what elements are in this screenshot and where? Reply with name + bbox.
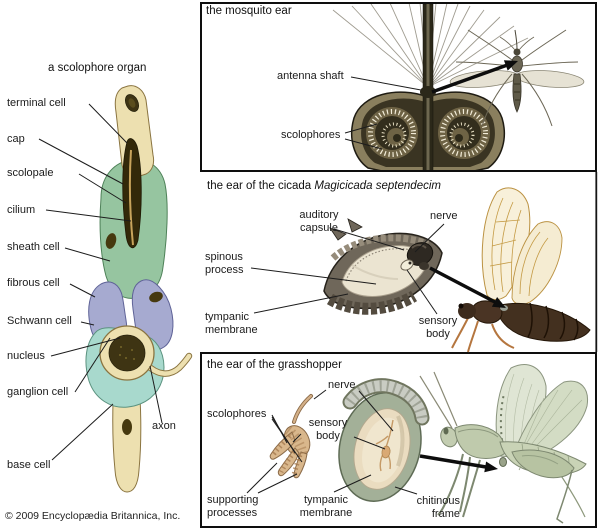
grasshopper-scolophores-illustration [269,394,313,479]
label-cilium: cilium [7,204,36,216]
mosquito-panel-frame [200,2,597,172]
cicada-ear-illustration [323,218,443,315]
grasshopper-panel-title: the ear of the grasshopper [207,359,342,371]
grasshopper-ear-illustration [338,378,430,502]
leader-lines [38,76,445,495]
label-auditory-capsule: auditory capsule [299,209,339,234]
mosquito-pointer-arrow [431,60,518,94]
label-axon: axon [152,420,176,432]
label-cicada-tympanic-membrane: tympanic membrane [205,311,258,336]
cicada-section-right-border [595,172,598,352]
label-supporting-processes: supporting processes [207,494,259,519]
cicada-panel-title: the ear of the cicada Magicicada septend… [207,180,441,194]
mosquito-illustration [449,29,585,127]
grasshopper-illustration [419,364,589,524]
label-grasshopper-tympanic-membrane: tympanic membrane [299,494,353,519]
label-antenna-shaft: antenna shaft [277,70,344,82]
label-terminal-cell: terminal cell [7,97,66,109]
mosquito-panel-title: the mosquito ear [206,5,292,17]
label-fibrous-cell: fibrous cell [7,277,60,289]
label-grasshopper-nerve: nerve [328,379,356,391]
cicada-pointer-arrow [429,266,506,308]
label-schwann-cell: Schwann cell [7,315,72,327]
label-cap: cap [7,133,25,145]
label-spinous-process: spinous process [205,251,244,276]
copyright-notice: © 2009 Encyclopædia Britannica, Inc. [5,510,181,522]
label-scolopale: scolopale [7,167,54,179]
label-nucleus: nucleus [7,350,45,362]
label-cicada-nerve: nerve [430,210,458,222]
label-grasshopper-sensory-body: sensory body [308,417,348,442]
cicada-title-regular: the ear of the cicada [207,180,315,192]
cicada-title-species: Magicicada septendecim [314,180,441,192]
grasshopper-pointer-arrow [419,454,498,473]
scolophore-panel-title: a scolophore organ [48,62,147,74]
label-sheath-cell: sheath cell [7,241,60,253]
label-ganglion-cell: ganglion cell [7,386,69,398]
label-base-cell: base cell [7,459,51,471]
label-chitinous-frame: chitinous frame [416,495,460,520]
grasshopper-panel-frame [200,352,597,528]
label-mosquito-scolophores: scolophores [281,129,341,141]
mosquito-antenna-illustration [332,4,529,170]
label-cicada-sensory-body: sensory body [418,315,458,340]
label-grasshopper-scolophores: scolophores [207,408,267,420]
cicada-illustration [451,187,591,353]
